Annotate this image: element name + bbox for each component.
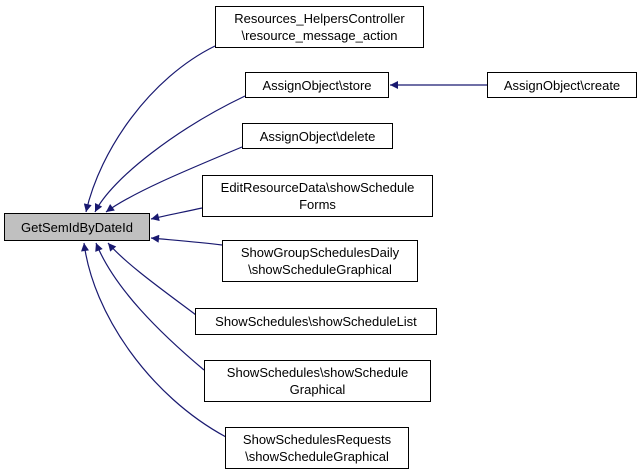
node-label: ShowSchedulesRequests (242, 432, 392, 447)
edge-showschedules-showschedulelist-to-getsemidbydateid (107, 242, 197, 316)
node-label: Resources_HelpersController (234, 11, 405, 26)
node-label: Graphical (289, 382, 346, 397)
node-label: AssignObject\delete (259, 128, 376, 144)
node-label: ShowSchedules\showScheduleList (215, 314, 417, 329)
node-label: \resource_message_action (241, 28, 398, 43)
node-assignobject-delete[interactable]: AssignObject\delete (242, 123, 393, 149)
node-label: AssignObject\store (262, 77, 372, 93)
node-editresourcedata-showscheduleforms[interactable]: EditResourceData\showSchedule Forms (202, 175, 433, 217)
node-label: ShowSchedules\showSchedule (226, 365, 409, 380)
node-showschedules-showschedulelist[interactable]: ShowSchedules\showScheduleList (195, 308, 437, 335)
node-assignobject-create[interactable]: AssignObject\create (487, 72, 637, 98)
node-showgroupschedulesdaily-showschedulegraphical[interactable]: ShowGroupSchedulesDaily \showScheduleGra… (222, 240, 418, 282)
node-label: Forms (299, 197, 336, 212)
edge-showgroupschedulesdaily-to-getsemidbydateid (150, 234, 223, 246)
node-resources-helperscontroller-resource-message-action[interactable]: Resources_HelpersController \resource_me… (215, 6, 424, 48)
node-label: ShowGroupSchedulesDaily (240, 245, 400, 260)
node-label: GetSemIdByDateId (21, 219, 133, 235)
node-getsemidbydateid: GetSemIdByDateId (4, 213, 150, 241)
node-label: \showScheduleGraphical (245, 449, 389, 464)
node-showschedules-showschedulegraphical[interactable]: ShowSchedules\showSchedule Graphical (204, 360, 431, 402)
node-label: AssignObject\create (503, 77, 621, 93)
node-label: \showScheduleGraphical (248, 262, 392, 277)
edge-editresourcedata-showscheduleforms-to-getsemidbydateid (150, 207, 203, 222)
edge-showschedules-showschedulegraphical-to-getsemidbydateid (95, 242, 205, 371)
edge-showschedulesrequests-to-getsemidbydateid (81, 242, 227, 438)
node-label: EditResourceData\showSchedule (220, 180, 415, 195)
edge-resource-message-action-to-getsemidbydateid (83, 45, 216, 213)
node-assignobject-store[interactable]: AssignObject\store (245, 72, 389, 98)
node-showschedulesrequests-showschedulegraphical[interactable]: ShowSchedulesRequests \showScheduleGraph… (225, 427, 409, 469)
